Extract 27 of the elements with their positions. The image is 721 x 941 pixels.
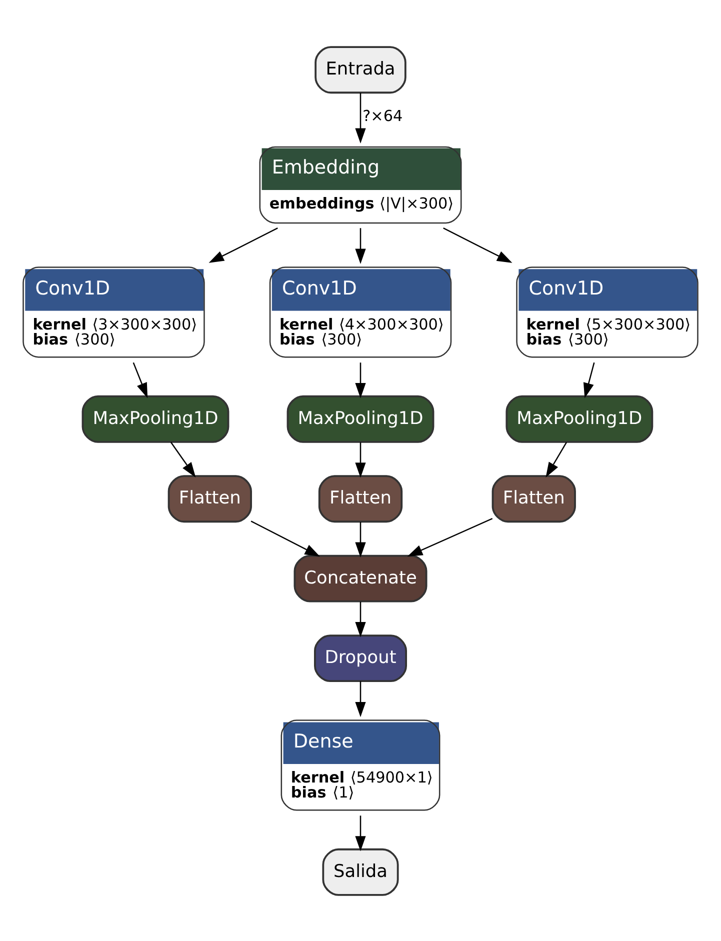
arrow xyxy=(170,441,196,477)
arrow xyxy=(355,442,366,478)
arrow xyxy=(250,520,320,556)
arrow xyxy=(355,228,366,264)
node-box: Flatten xyxy=(492,474,576,522)
node-box: Flatten xyxy=(168,474,252,522)
node-box: Entrada xyxy=(314,46,406,94)
node-box: MaxPooling1D xyxy=(506,394,654,442)
edge-label: ?×64 xyxy=(362,106,403,125)
node-box: Dropout xyxy=(314,634,407,682)
arrow xyxy=(132,362,148,398)
arrow xyxy=(355,815,366,851)
arrow xyxy=(546,441,568,478)
node-box: Salida xyxy=(322,848,399,896)
arrow xyxy=(355,680,366,717)
node-box: Flatten xyxy=(318,474,403,522)
arrow xyxy=(355,92,366,143)
arrow xyxy=(208,227,278,262)
arrow xyxy=(583,362,595,398)
arrow xyxy=(443,227,512,262)
node-box: MaxPooling1D xyxy=(82,394,230,442)
arrow xyxy=(355,522,366,558)
arrow xyxy=(355,362,366,398)
arrow xyxy=(355,601,366,637)
arrow xyxy=(407,518,493,556)
node-box: MaxPooling1D xyxy=(286,394,434,442)
node-box: Concatenate xyxy=(294,554,428,602)
